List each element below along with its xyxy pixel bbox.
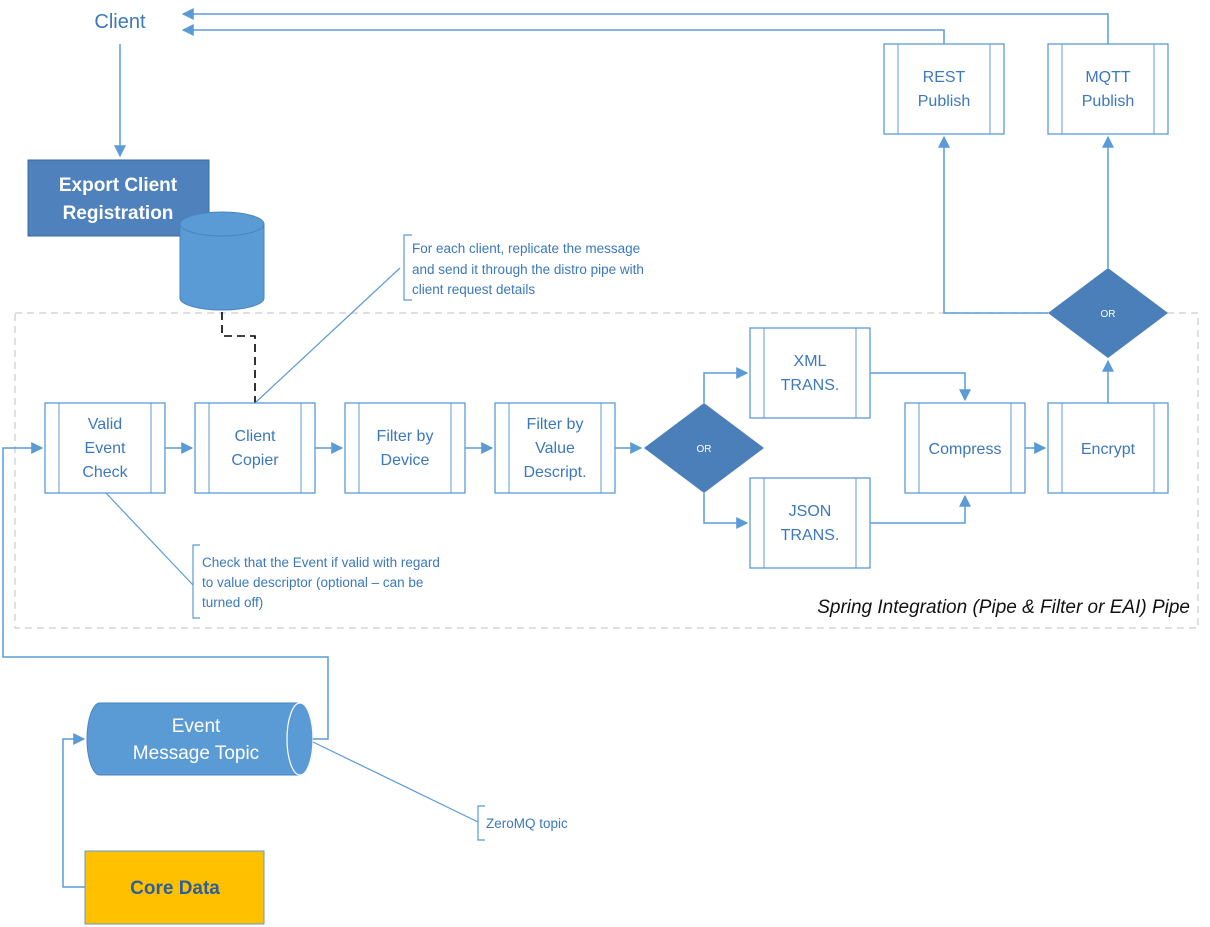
check-note: Check that the Event if valid with regar… [105, 492, 440, 619]
xml-trans-line1: XML [794, 353, 827, 370]
mqtt-publish-line1: MQTT [1085, 69, 1131, 86]
topic-to-check-arrow [2, 442, 329, 740]
rest-publish-line2: Publish [918, 93, 970, 110]
valid-check-line3: Check [82, 464, 128, 481]
pipe-boundary [14, 312, 1199, 629]
event-message-topic[interactable]: Event Message Topic [86, 702, 314, 776]
database-connector [221, 312, 256, 403]
filter-device-line1: Filter by [377, 428, 434, 445]
copier-note-line1: For each client, replicate the message [412, 241, 640, 256]
pipe-flow-arrows [165, 359, 1114, 529]
registration-database-icon [179, 211, 265, 311]
event-topic-line1: Event [172, 716, 221, 737]
xml-trans-step[interactable]: XML TRANS. [749, 327, 871, 419]
filter-value-line1: Filter by [527, 416, 584, 433]
check-note-line3: turned off) [202, 595, 263, 610]
rest-publish-line1: REST [923, 69, 966, 86]
core-data[interactable]: Core Data [84, 850, 265, 925]
encrypt-label: Encrypt [1081, 441, 1136, 458]
format-decision[interactable]: OR [644, 403, 764, 493]
zeromq-note: ZeroMQ topic [312, 741, 568, 841]
encrypt-step[interactable]: Encrypt [1047, 402, 1169, 494]
client-copier-line1: Client [235, 428, 276, 445]
copier-note-line3: client request details [412, 282, 535, 297]
json-trans-line1: JSON [789, 503, 832, 520]
valid-check-line1: Valid [88, 416, 122, 433]
copier-note-line2: and send it through the distro pipe with [412, 262, 644, 277]
json-trans-line2: TRANS. [781, 527, 840, 544]
filter-value-line3: Descript. [523, 464, 586, 481]
valid-check-line2: Event [85, 440, 126, 457]
compress-step[interactable]: Compress [904, 402, 1026, 494]
client-copier-step[interactable]: Client Copier [194, 402, 316, 494]
copier-note: For each client, replicate the message a… [255, 234, 644, 403]
filter-device-line2: Device [381, 452, 430, 469]
zeromq-note-text: ZeroMQ topic [486, 816, 568, 831]
valid-event-check-step[interactable]: Valid Event Check [44, 402, 166, 494]
publish-decision-label: OR [1101, 309, 1116, 320]
client-copier-line2: Copier [231, 452, 279, 469]
mqtt-publish-step[interactable]: MQTT Publish [1047, 43, 1169, 135]
xml-trans-line2: TRANS. [781, 377, 840, 394]
json-trans-step[interactable]: JSON TRANS. [749, 477, 871, 569]
core-data-label: Core Data [130, 878, 220, 899]
publish-decision[interactable]: OR [1048, 268, 1168, 358]
check-note-line2: to value descriptor (optional – can be [202, 575, 423, 590]
event-topic-line2: Message Topic [133, 743, 259, 764]
filter-value-line2: Value [535, 440, 575, 457]
pipe-title: Spring Integration (Pipe & Filter or EAI… [817, 597, 1190, 618]
export-client-registration[interactable]: Export Client Registration [27, 159, 210, 237]
core-to-topic-arrow [62, 733, 86, 888]
client-label: Client [94, 11, 146, 33]
export-registration-line1: Export Client [59, 175, 178, 196]
rest-publish-step[interactable]: REST Publish [883, 43, 1005, 135]
format-decision-label: OR [697, 444, 712, 455]
filter-by-value-step[interactable]: Filter by Value Descript. [494, 402, 616, 494]
export-registration-line2: Registration [63, 203, 174, 224]
publish-flow-arrows [181, 7, 1114, 314]
mqtt-publish-line2: Publish [1082, 93, 1134, 110]
filter-by-device-step[interactable]: Filter by Device [344, 402, 466, 494]
compress-label: Compress [929, 441, 1002, 458]
check-note-line1: Check that the Event if valid with regar… [202, 555, 440, 570]
